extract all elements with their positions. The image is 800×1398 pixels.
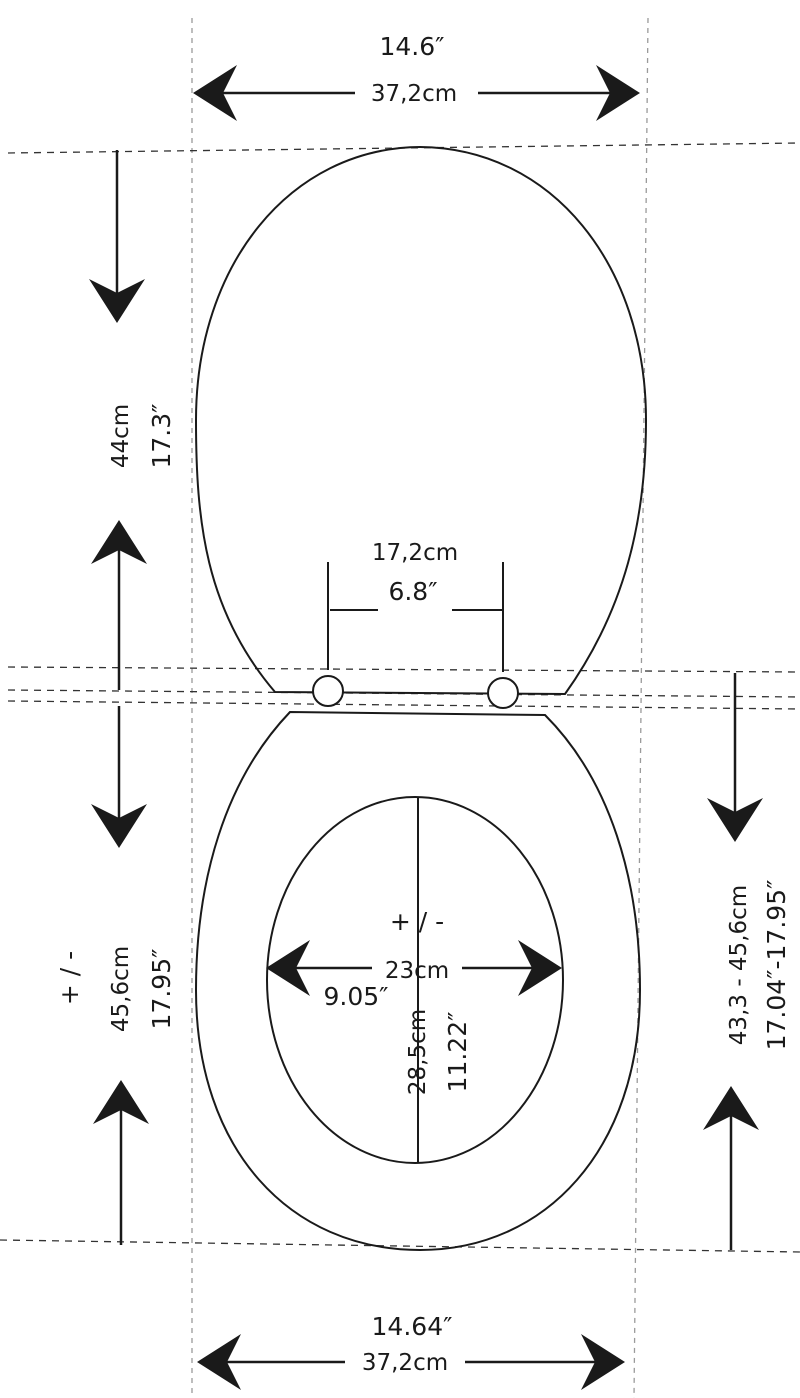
fit-range-cm-label: 43,3 - 45,6cm xyxy=(726,885,752,1045)
hinge-spacing-inches-label: 6.8″ xyxy=(388,577,437,606)
seat-opening-outline xyxy=(266,796,564,1164)
top-width-arrow xyxy=(193,65,640,121)
guide-hinge-line-3 xyxy=(7,700,800,710)
hinge-left xyxy=(312,675,344,707)
lid-length-inches-label: 17.3″ xyxy=(147,403,176,468)
seat-length-cm-label: 45,6cm xyxy=(108,946,134,1032)
opening-length-cm-label: 28,5cm xyxy=(405,1009,431,1095)
seat-length-inches-label: 17.95″ xyxy=(147,949,176,1030)
opening-width-inches-label: 9.05″ xyxy=(323,982,388,1011)
opening-length-inches-label: 11.22″ xyxy=(443,1012,472,1093)
seat-length-arrow-up xyxy=(93,1080,149,1245)
hinge-right xyxy=(487,677,519,709)
lid-length-arrow-down xyxy=(89,150,145,323)
lid-length-arrow-up xyxy=(91,520,147,690)
opening-tolerance-label: + / - xyxy=(390,907,444,936)
bottom-width-arrow xyxy=(197,1334,625,1390)
lid-outline xyxy=(194,145,648,696)
guide-hinge-line-1 xyxy=(7,666,800,673)
seat-length-tolerance-label: + / - xyxy=(55,951,84,1005)
opening-width-arrow xyxy=(266,940,562,996)
fit-range-inches-label: 17.04″-17.95″ xyxy=(762,880,791,1051)
top-width-cm-label: 37,2cm xyxy=(371,81,457,107)
seat-length-arrow-down xyxy=(91,706,147,848)
guide-bottom-horizontal xyxy=(0,1239,800,1253)
guide-right-vertical xyxy=(633,17,649,1398)
bottom-width-cm-label: 37,2cm xyxy=(362,1350,448,1376)
seat-outline xyxy=(194,710,642,1252)
fit-range-arrow-down xyxy=(707,673,763,842)
opening-width-cm-label: 23cm xyxy=(385,958,449,984)
hinge-spacing-bracket xyxy=(327,562,504,672)
fit-range-arrow-up xyxy=(703,1086,759,1250)
lid-length-cm-label: 44cm xyxy=(108,404,134,468)
bottom-width-inches-label: 14.64″ xyxy=(372,1312,453,1341)
top-width-inches-label: 14.6″ xyxy=(379,32,444,61)
hinge-spacing-cm-label: 17,2cm xyxy=(372,540,458,566)
